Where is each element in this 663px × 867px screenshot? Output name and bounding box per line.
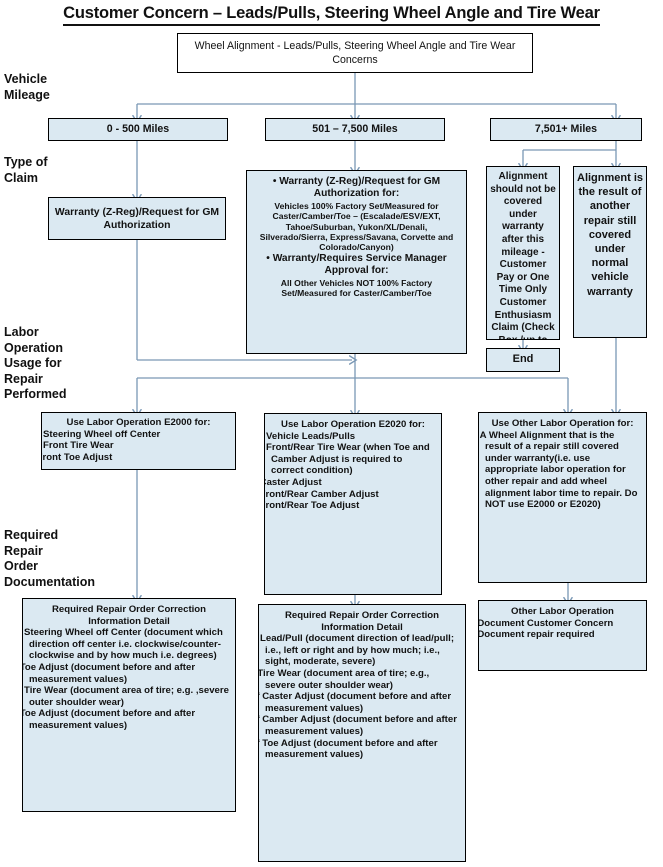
labor-mid-header: Use Labor Operation E2020 for: — [281, 419, 425, 430]
list-item: 1. Caster Adjust — [265, 476, 322, 488]
labor-right-header: Use Other Labor Operation for: — [491, 418, 634, 429]
list-item: 3. If Toe Adjust (document before and af… — [258, 737, 438, 761]
node-labor-operation-e2020[interactable]: Use Labor Operation E2020 for: • Vehicle… — [264, 413, 442, 595]
node-claim-alignment-result-of-repair-text: Alignment is the result of another repai… — [577, 172, 644, 298]
page-title: Customer Concern – Leads/Pulls, Steering… — [0, 4, 663, 26]
list-item: • Vehicle Leads/Pulls — [264, 430, 356, 442]
list-item: ➢ Toe Adjust (document before and after … — [22, 661, 196, 685]
list-item: 3. Front/Rear Toe Adjust — [264, 500, 360, 512]
node-labor-operation-e2000[interactable]: Use Labor Operation E2000 for: • Steerin… — [41, 412, 236, 470]
list-item: •Tire Wear (document area of tire; e.g.,… — [258, 667, 430, 691]
stage-label-vehicle-mileage: Vehicle Mileage — [4, 72, 50, 102]
doc-right-list: •Document Customer Concern •Document rep… — [478, 617, 640, 641]
node-claim-warranty-detail-mid[interactable]: • Warranty (Z-Reg)/Request for GM Author… — [246, 170, 467, 354]
stage-label-labor-operation-usage: Labor Operation Usage for Repair Perform… — [4, 325, 67, 401]
node-mileage-0-500-text: 0 - 500 Miles — [106, 122, 170, 135]
node-claim-warranty-zreg-left-text: Warranty (Z-Reg)/Request for GM Authoriz… — [54, 206, 220, 231]
doc-mid-header: Required Repair Order Correction Informa… — [284, 610, 440, 633]
node-claim-warranty-zreg-left[interactable]: Warranty (Z-Reg)/Request for GM Authoriz… — [48, 197, 226, 240]
node-mileage-501-7500[interactable]: 501 – 7,500 Miles — [265, 118, 445, 141]
node-claim-alignment-result-of-repair[interactable]: Alignment is the result of another repai… — [573, 166, 647, 338]
node-root-concern[interactable]: Wheel Alignment - Leads/Pulls, Steering … — [177, 33, 533, 73]
node-documentation-e2020[interactable]: Required Repair Order Correction Informa… — [258, 604, 466, 862]
labor-right-list: • A Wheel Alignment that is the result o… — [478, 429, 640, 511]
list-item: • Tire Wear (document area of tire; e.g.… — [22, 685, 229, 708]
node-mileage-0-500[interactable]: 0 - 500 Miles — [48, 118, 228, 141]
labor-left-list: • Steering Wheel off Center • Front Tire… — [41, 428, 229, 464]
node-labor-operation-other[interactable]: Use Other Labor Operation for: • A Wheel… — [478, 412, 647, 583]
claim-mid-detail-2: All Other Vehicles NOT 100% Factory Set/… — [280, 277, 433, 299]
list-item: 2. Front/Rear Camber Adjust — [264, 488, 379, 500]
node-root-concern-text: Wheel Alignment - Leads/Pulls, Steering … — [194, 40, 516, 66]
node-mileage-501-7500-text: 501 – 7,500 Miles — [312, 122, 398, 135]
list-item: 1. If Caster Adjust (document before and… — [258, 691, 452, 714]
list-item: • Lead/Pull (document direction of lead/… — [258, 633, 455, 668]
doc-right-header: Other Labor Operation — [511, 606, 614, 617]
stage-label-required-repair-order-documentation: Required Repair Order Documentation — [4, 528, 95, 589]
node-documentation-other[interactable]: Other Labor Operation •Document Customer… — [478, 600, 647, 671]
list-item: • Front/Rear Tire Wear (when Toe and Cam… — [264, 442, 430, 477]
labor-mid-list: • Vehicle Leads/Pulls • Front/Rear Tire … — [264, 430, 435, 512]
claim-mid-bullet-1: • Warranty (Z-Reg)/Request for GM Author… — [272, 176, 441, 200]
doc-left-header: Required Repair Order Correction Informa… — [51, 604, 207, 627]
node-documentation-e2000[interactable]: Required Repair Order Correction Informa… — [22, 598, 236, 812]
list-item: ➢ Toe Adjust (document before and after … — [22, 708, 196, 731]
labor-left-header: Use Labor Operation E2000 for: — [66, 417, 211, 428]
node-claim-alignment-not-covered[interactable]: Alignment should not be covered under wa… — [486, 166, 560, 340]
page-title-text: Customer Concern – Leads/Pulls, Steering… — [63, 4, 600, 26]
list-item: 2. If Camber Adjust (document before and… — [258, 714, 457, 737]
node-claim-alignment-not-covered-text: Alignment should not be covered under wa… — [490, 171, 556, 339]
node-mileage-7501-plus-text: 7,501+ Miles — [534, 122, 598, 135]
list-item: • Steering Wheel off Center — [41, 428, 161, 440]
list-item: 1. Front Toe Adjust — [42, 451, 113, 463]
list-item: • Steering Wheel off Center (document wh… — [22, 627, 223, 662]
doc-mid-list: • Lead/Pull (document direction of lead/… — [258, 633, 459, 761]
doc-left-list: • Steering Wheel off Center (document wh… — [22, 627, 229, 731]
claim-mid-detail-1: Vehicles 100% Factory Set/Measured for C… — [259, 200, 454, 253]
list-item: •Document Customer Concern — [478, 617, 614, 629]
list-item: •Document repair required — [478, 629, 595, 641]
node-end-text: End — [512, 353, 534, 366]
claim-mid-bullet-2: • Warranty/Requires Service Manager Appr… — [266, 252, 447, 277]
list-item: • A Wheel Alignment that is the result o… — [478, 429, 638, 511]
node-end[interactable]: End — [486, 348, 560, 372]
list-item: • Front Tire Wear — [41, 440, 114, 452]
stage-label-type-of-claim: Type of Claim — [4, 155, 48, 185]
node-mileage-7501-plus[interactable]: 7,501+ Miles — [490, 118, 642, 141]
